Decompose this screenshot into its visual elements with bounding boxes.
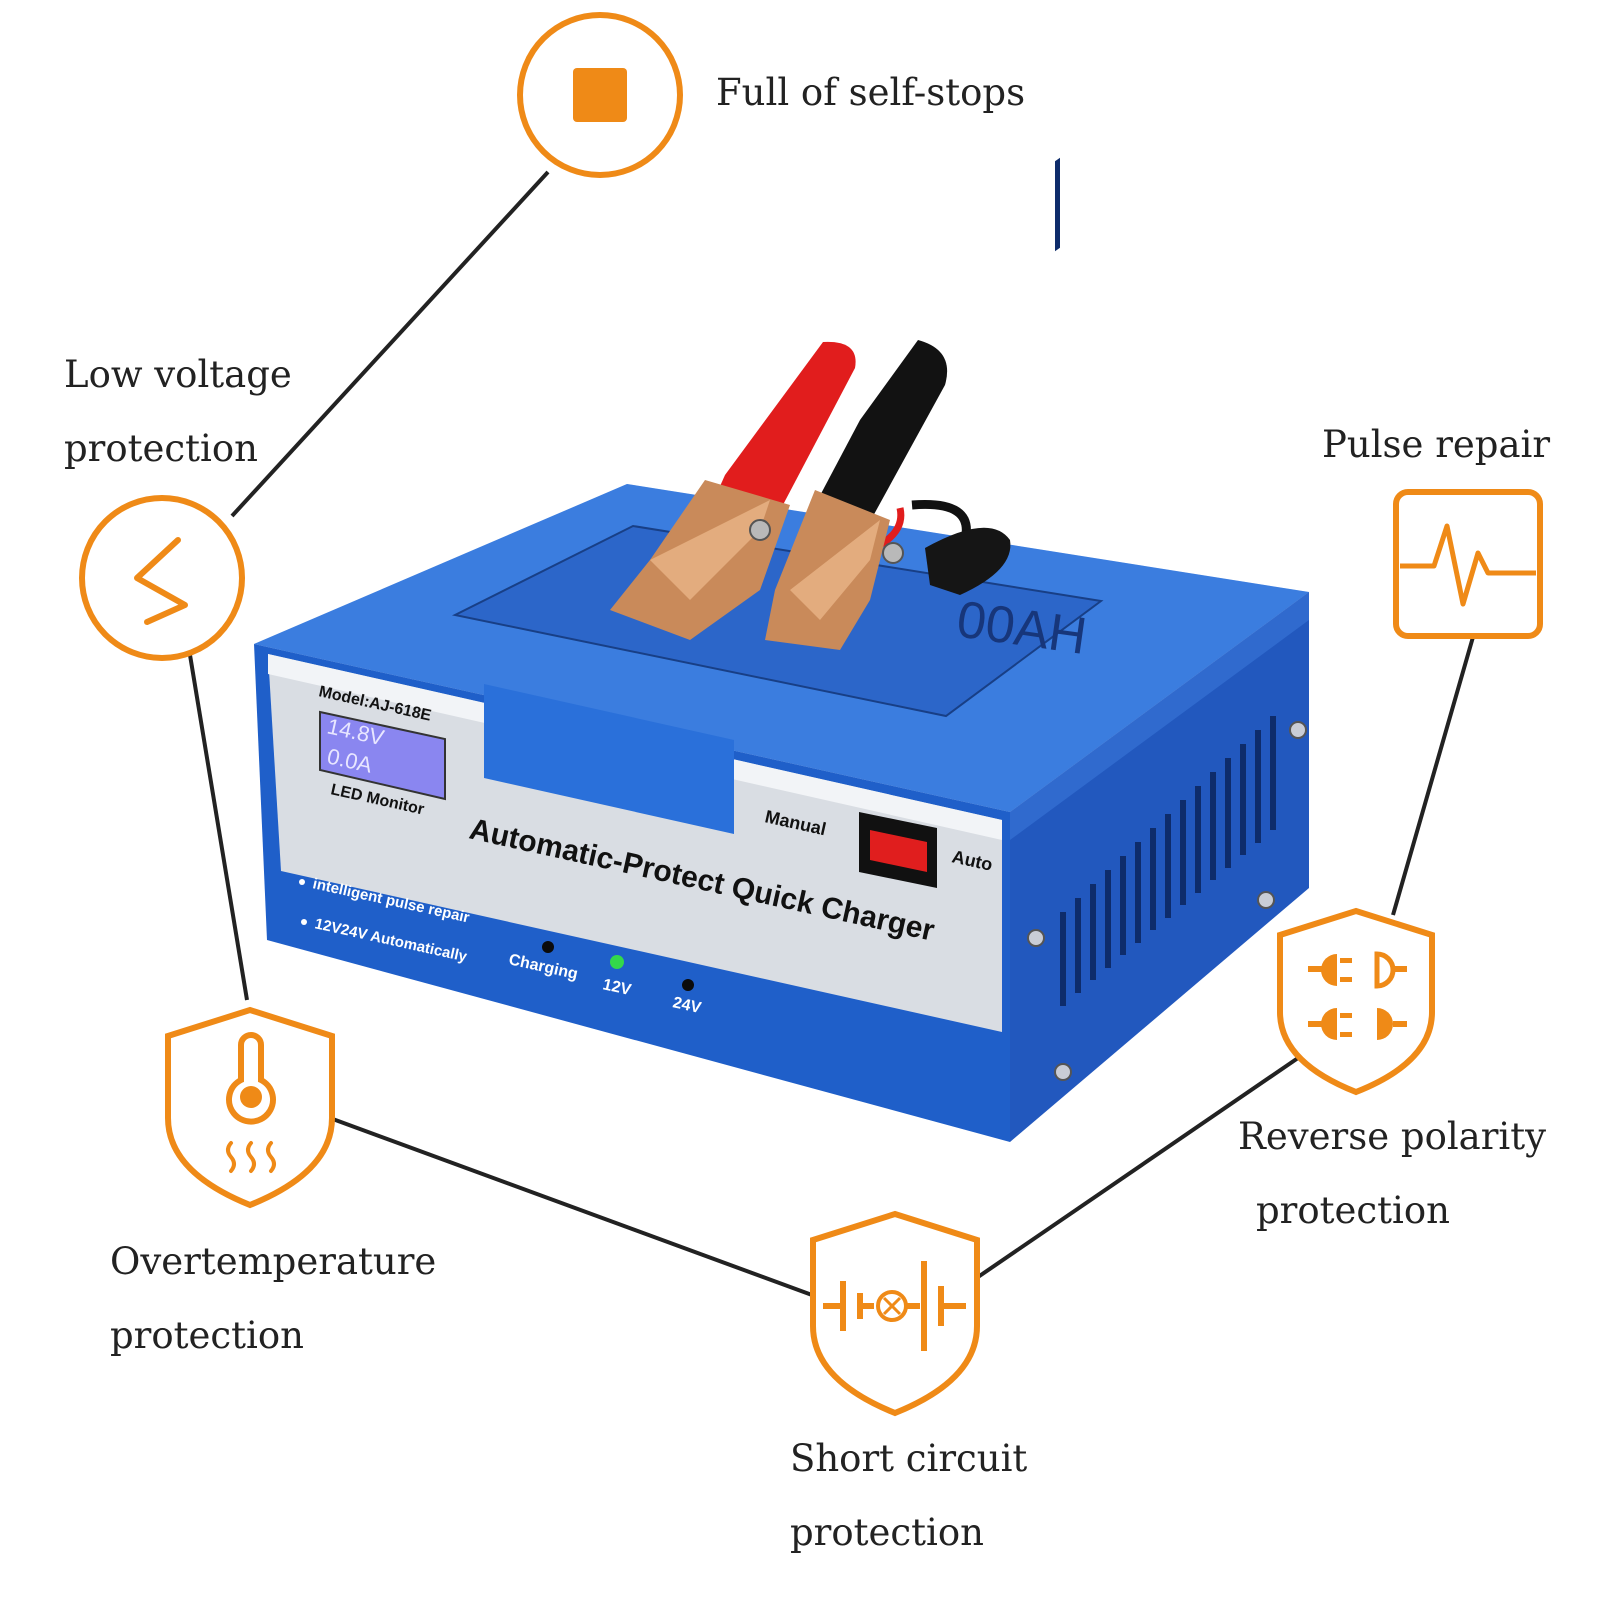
pulse-wave-icon	[1393, 489, 1543, 639]
black-battery-clamp	[765, 340, 1011, 650]
feature-label-overtemperature: Overtemperature protection	[110, 1240, 437, 1357]
led-24v-label: 24V	[671, 994, 703, 1017]
feature-label-reverse-polarity: Reverse polarity protection	[1238, 1115, 1547, 1232]
plug-shield-icon	[1277, 907, 1435, 1096]
led-12v-label: 12V	[601, 976, 633, 999]
battery-charger-product: 00AH	[254, 157, 1309, 1142]
feature-label-full-self-stops: Full of self-stops	[716, 71, 1026, 114]
red-battery-clamp	[610, 341, 856, 640]
feature-label-low-voltage: Low voltage protection	[64, 353, 292, 470]
feature-label-short-circuit: Short circuit protection	[790, 1437, 1028, 1554]
feature-label-pulse-repair: Pulse repair	[1322, 423, 1551, 466]
battery-short-shield-icon	[810, 1210, 980, 1417]
low-voltage-zigzag-icon	[79, 495, 245, 661]
connector-lines	[188, 170, 1475, 1297]
stop-square-icon	[517, 12, 683, 178]
thermometer-shield-icon	[165, 1006, 335, 1209]
